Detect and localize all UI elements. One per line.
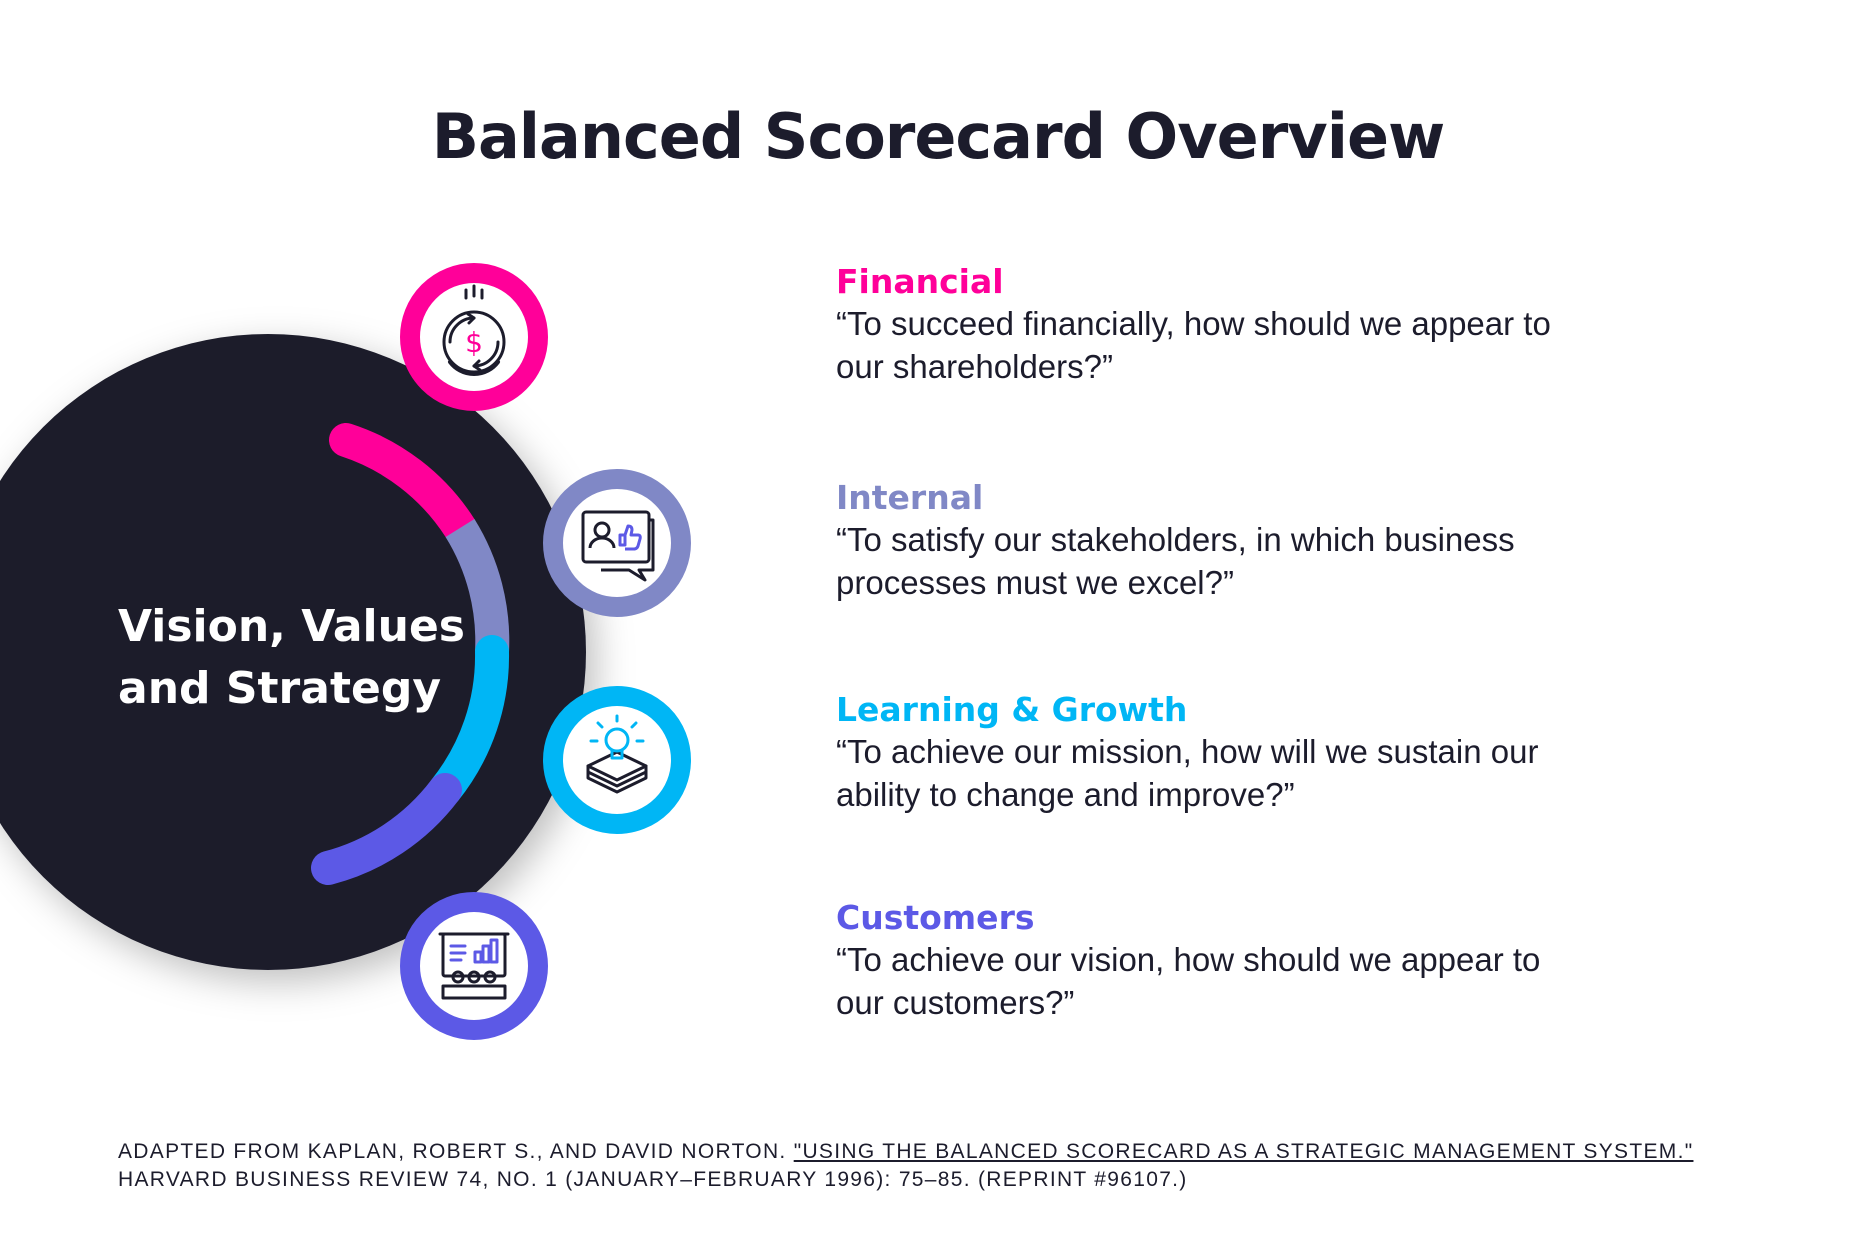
customers-node — [400, 892, 548, 1040]
arc-segment-learning — [428, 635, 510, 807]
perspective-question: “To achieve our vision, how should we ap… — [836, 941, 1541, 1021]
internal-node — [543, 469, 691, 617]
perspective-financial: Financial “To succeed financially, how s… — [836, 262, 1616, 388]
citation-line2: HARVARD BUSINESS REVIEW 74, NO. 1 (JANUA… — [118, 1168, 1188, 1191]
perspective-customers: Customers “To achieve our vision, how sh… — [836, 898, 1616, 1024]
citation: ADAPTED FROM KAPLAN, ROBERT S., AND DAVI… — [118, 1138, 1818, 1194]
arc-segment-customers — [311, 773, 462, 885]
dollar-coin-icon: $ — [442, 284, 506, 376]
perspective-heading: Learning & Growth — [836, 690, 1188, 729]
center-label-line1: Vision, Values — [118, 601, 465, 652]
financial-node: $ — [400, 263, 548, 411]
svg-text:$: $ — [465, 326, 483, 359]
center-label: Vision, Values and Strategy — [118, 596, 478, 720]
center-label-line2: and Strategy — [118, 663, 441, 714]
presentation-audience-icon — [438, 932, 510, 1000]
perspective-heading: Internal — [836, 478, 984, 517]
perspective-heading: Customers — [836, 898, 1035, 937]
lightbulb-book-icon — [586, 714, 648, 794]
citation-prefix: ADAPTED FROM KAPLAN, ROBERT S., AND DAVI… — [118, 1140, 794, 1163]
perspective-internal: Internal “To satisfy our stakeholders, i… — [836, 478, 1616, 604]
learning-node — [543, 686, 691, 834]
perspective-heading: Financial — [836, 262, 1004, 301]
citation-line1: ADAPTED FROM KAPLAN, ROBERT S., AND DAVI… — [118, 1138, 1818, 1166]
perspective-question: “To achieve our mission, how will we sus… — [836, 733, 1539, 813]
arc-segment-financial — [329, 423, 477, 545]
citation-link[interactable]: "USING THE BALANCED SCORECARD AS A STRAT… — [793, 1140, 1694, 1163]
perspective-question: “To satisfy our stakeholders, in which b… — [836, 521, 1515, 601]
perspective-question: “To succeed financially, how should we a… — [836, 305, 1551, 385]
page-title: Balanced Scorecard Overview — [431, 100, 1446, 173]
chat-thumbs-up-icon — [581, 510, 655, 582]
perspective-learning-growth: Learning & Growth “To achieve our missio… — [836, 690, 1616, 816]
